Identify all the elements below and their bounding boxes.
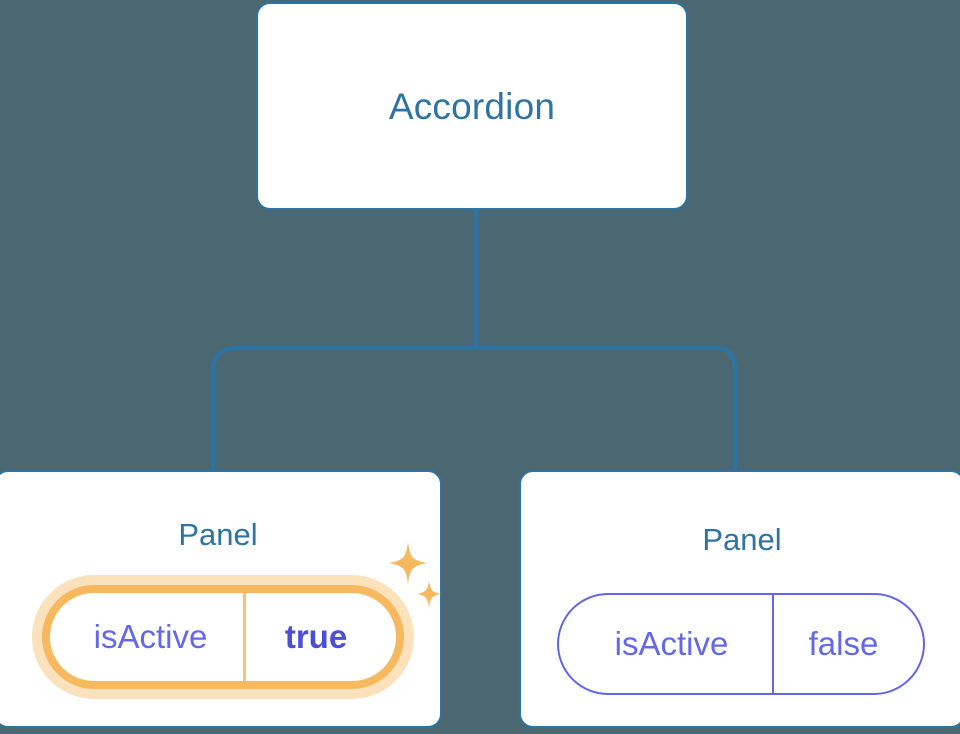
node-panel-right[interactable]: Panel isActive false bbox=[519, 470, 960, 728]
node-accordion[interactable]: Accordion bbox=[256, 2, 688, 210]
prop-key-label: isActive bbox=[50, 593, 246, 681]
prop-value-label: true bbox=[284, 618, 348, 655]
node-panel-left[interactable]: Panel isActive true bbox=[0, 470, 442, 728]
prop-value-label: false bbox=[808, 625, 879, 662]
node-panel-right-title: Panel bbox=[702, 522, 782, 557]
edge-bus-to-children bbox=[210, 345, 738, 472]
prop-pill-highlight-glow: isActive true bbox=[32, 575, 414, 699]
node-panel-left-title: Panel bbox=[178, 517, 258, 552]
prop-key-label: isActive bbox=[559, 595, 774, 693]
prop-pill-is-active-true[interactable]: isActive true bbox=[42, 585, 404, 689]
prop-pill-is-active-false[interactable]: isActive false bbox=[557, 593, 925, 695]
node-accordion-title: Accordion bbox=[388, 86, 556, 127]
